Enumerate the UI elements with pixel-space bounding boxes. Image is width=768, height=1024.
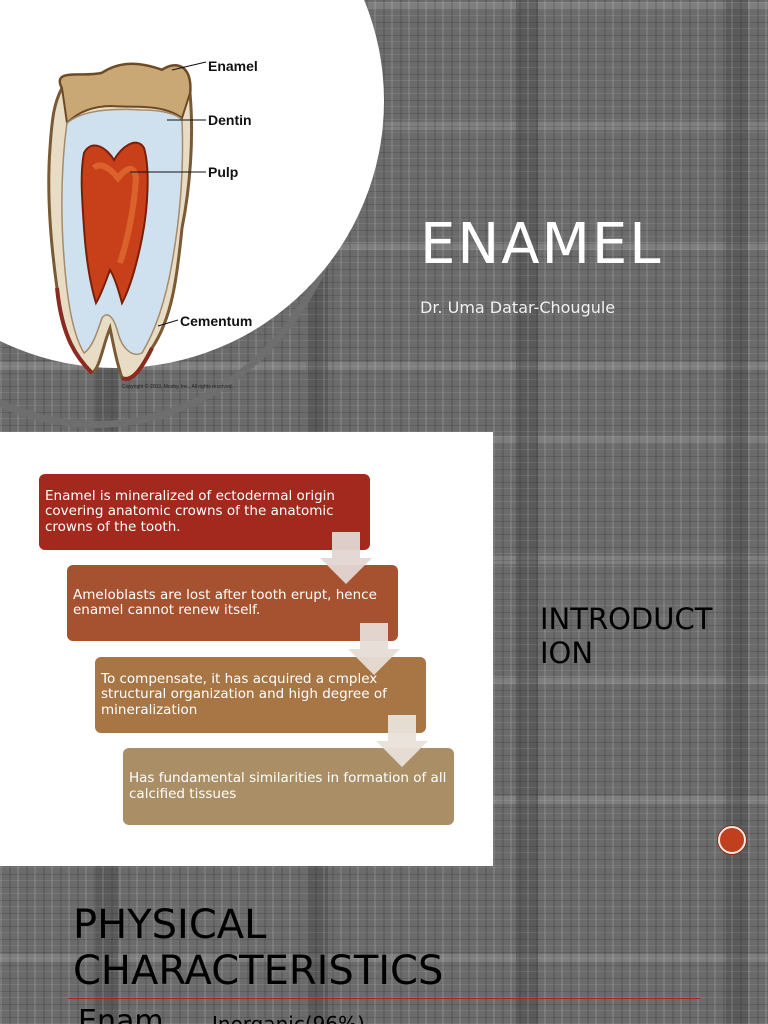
image-copyright: Copyright © 2003, Mosby, Inc., All right… [122, 384, 233, 390]
slide-background-texture [0, 866, 768, 1024]
introduction-slide: Enamel is mineralized of ectodermal orig… [0, 432, 768, 866]
title-divider [68, 998, 700, 999]
body-text: Enam [78, 1004, 164, 1024]
down-arrow-icon [348, 623, 400, 675]
label-dentin: Dentin [208, 112, 252, 128]
tooth-diagram-image [47, 61, 207, 381]
author-subtitle: Dr. Uma Datar-Chougule [420, 298, 616, 317]
enamel-cap [59, 63, 192, 126]
pulp-highlight [91, 162, 140, 264]
slide-title: PHYSICAL CHARACTERISTICS [73, 902, 443, 994]
enamel-pointer [171, 61, 207, 71]
down-arrow-icon [376, 715, 428, 767]
process-step-3: To compensate, it has acquired a cmplex … [95, 657, 426, 733]
pulp-chamber [80, 141, 149, 306]
label-enamel: Enamel [208, 58, 258, 74]
slide-title: INTRODUCTION [540, 602, 713, 670]
slide-title: ENAMEL [420, 212, 663, 277]
cementum-pointer [157, 319, 179, 327]
physical-characteristics-slide: PHYSICAL CHARACTERISTICS Enam Inorganic(… [0, 866, 768, 1024]
slide-title-line-1: PHYSICAL [73, 902, 267, 948]
label-cementum: Cementum [180, 313, 253, 329]
slide-nav-button[interactable] [718, 826, 746, 854]
down-arrow-icon [320, 532, 372, 584]
slide-title-line-2: CHARACTERISTICS [73, 948, 444, 994]
cementum-edge [55, 287, 154, 381]
process-step-1: Enamel is mineralized of ectodermal orig… [39, 474, 370, 550]
body-text-composition: Inorganic(96%) [212, 1012, 365, 1024]
title-slide: Enamel Dentin Pulp Cementum Copyright © … [0, 0, 768, 432]
label-pulp: Pulp [208, 164, 239, 180]
